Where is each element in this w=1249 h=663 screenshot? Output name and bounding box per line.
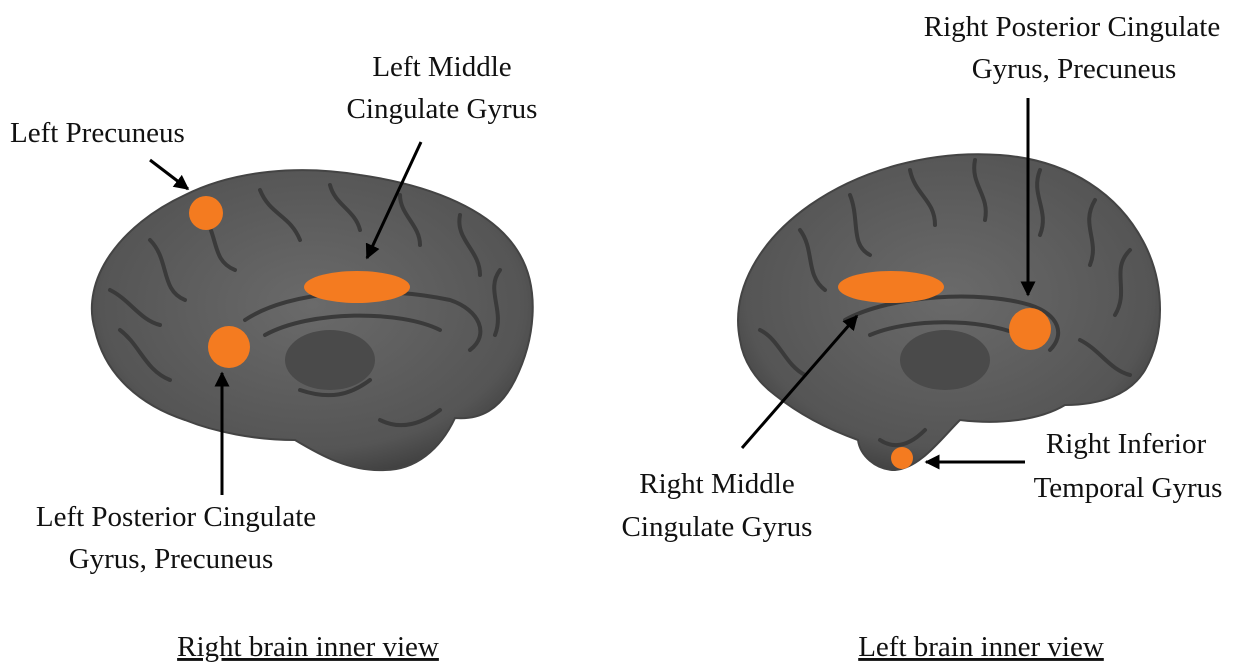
label-left-middle-cingulate-line1: Left Middle — [372, 51, 511, 83]
arrow-left-precuneus — [150, 160, 188, 189]
label-right-posterior-cingulate-line1: Right Posterior Cingulate — [924, 11, 1220, 43]
label-right-middle-cingulate-line1: Right Middle — [639, 468, 794, 500]
caption-left-brain: Left brain inner view — [858, 631, 1104, 663]
label-left-precuneus: Left Precuneus — [10, 117, 185, 149]
label-right-middle-cingulate-line2: Cingulate Gyrus — [622, 511, 813, 543]
left-posterior-cingulate-blob — [208, 326, 250, 368]
right-middle-cingulate-blob — [838, 271, 944, 303]
caption-right-brain: Right brain inner view — [177, 631, 439, 663]
left-precuneus-blob — [189, 196, 223, 230]
panel-right-brain: Left Precuneus Left Middle Cingulate Gyr… — [10, 51, 537, 663]
label-right-posterior-cingulate-line2: Gyrus, Precuneus — [972, 53, 1177, 85]
label-left-middle-cingulate-line2: Cingulate Gyrus — [347, 93, 538, 125]
left-middle-cingulate-blob — [304, 271, 410, 303]
label-left-posterior-cingulate-line1: Left Posterior Cingulate — [36, 501, 316, 533]
panel-left-brain: Right Posterior Cingulate Gyrus, Precune… — [622, 11, 1223, 663]
label-right-inferior-temporal-line2: Temporal Gyrus — [1034, 472, 1223, 504]
label-left-posterior-cingulate-line2: Gyrus, Precuneus — [69, 543, 274, 575]
stem-shading-right — [900, 330, 990, 390]
stem-shading-left — [285, 330, 375, 390]
right-inferior-temporal-blob — [891, 447, 913, 469]
right-posterior-cingulate-blob — [1009, 308, 1051, 350]
label-right-inferior-temporal-line1: Right Inferior — [1046, 428, 1207, 460]
brain-right-image — [738, 154, 1160, 470]
